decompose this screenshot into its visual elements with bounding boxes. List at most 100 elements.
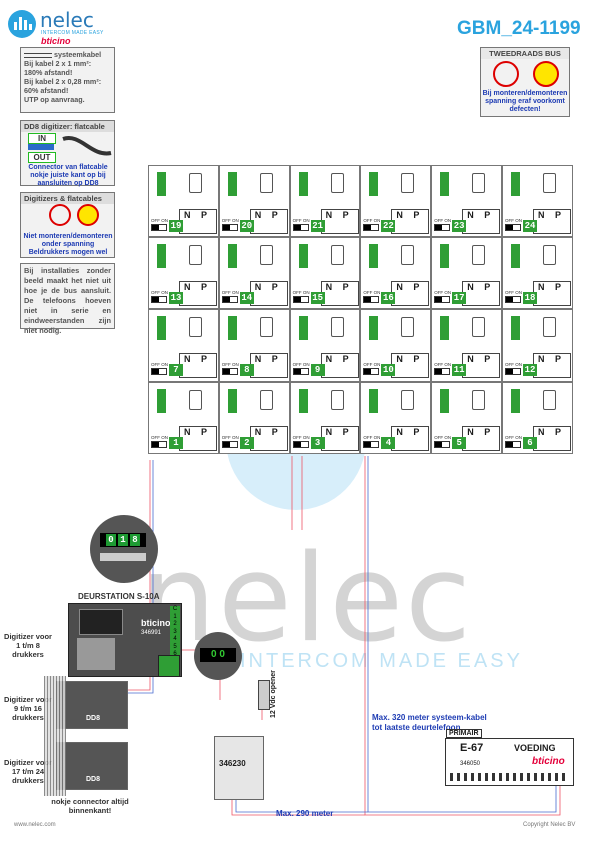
terminal: 1 [173, 613, 177, 620]
p-label: P [201, 426, 208, 437]
n-label: N [325, 426, 333, 437]
off-on-switch: OFF ON [505, 218, 522, 223]
off-on-toggle [434, 296, 451, 304]
handset-icon [330, 389, 344, 410]
logo-mark-icon [8, 10, 36, 38]
phone-terminal-block [369, 388, 379, 413]
handset-icon [189, 317, 202, 338]
phone-number: 21 [310, 220, 325, 232]
off-on-switch: OFF ON [292, 434, 310, 440]
handset-icon [259, 173, 273, 193]
digitizers-note-title: Digitizers & flatcables [21, 193, 114, 204]
off-on-switch: OFF ON [434, 218, 452, 223]
phone-number: 22 [381, 220, 396, 232]
p-label: P [484, 426, 491, 437]
phone-number: 23 [452, 220, 467, 232]
keypad [79, 609, 123, 635]
off-on-switch: OFF ON [434, 434, 452, 440]
nelec-logo: nelec INTERCOM MADE EASY bticino [8, 8, 128, 48]
power-title: VOEDING [514, 743, 556, 753]
n-label: N [254, 282, 262, 293]
terminal: C [172, 606, 178, 612]
no-voltage-icon [533, 61, 559, 87]
p-label: P [201, 210, 208, 220]
phone-terminal-block [298, 388, 308, 413]
door-station-title: DEURSTATION S-10A [78, 592, 160, 601]
p-label: P [342, 282, 349, 293]
p-label: P [271, 282, 278, 293]
p-label: P [413, 210, 420, 220]
handset-icon [259, 389, 273, 410]
n-label: N [467, 426, 474, 437]
footer-copyright: Copyright Nelec BV [523, 822, 576, 828]
off-on-toggle [221, 440, 238, 448]
phone-number: 24 [523, 220, 537, 232]
n-label: N [467, 210, 474, 220]
phone-terminal-block [157, 388, 166, 413]
off-on-switch: OFF ON [151, 362, 168, 368]
off-on-switch: OFF ON [221, 362, 239, 368]
handset-icon [472, 173, 486, 193]
handset-icon [330, 173, 344, 193]
off-on-toggle [292, 440, 309, 448]
in-label: IN [28, 133, 56, 144]
handset-icon [189, 389, 202, 410]
off-on-toggle [292, 224, 309, 231]
interface-module: 346230 [214, 736, 264, 800]
phone-terminal-block [227, 172, 237, 196]
opener-label: 12 Vdc opener [270, 670, 277, 718]
interface-model: 346230 [219, 759, 246, 768]
n-label: N [184, 282, 191, 293]
max-290-label: Max. 290 meter [276, 809, 334, 818]
phone-terminal-block [298, 172, 308, 196]
phone-number: 4 [381, 436, 396, 449]
flatcable [44, 676, 66, 796]
off-on-toggle [363, 296, 380, 304]
dd8-note-title: DD8 digitizer: flatcable [21, 121, 114, 132]
max-320-label: Max. 320 meter systeem-kabel tot laatste… [372, 713, 487, 732]
phone-number: 20 [239, 220, 254, 232]
digitizer-module [56, 681, 128, 729]
document-number: GBM_24-1199 [457, 18, 581, 39]
handset-icon [189, 173, 202, 193]
p-label: P [271, 354, 278, 365]
flatcable-icon [62, 136, 112, 156]
phone-terminal-block [369, 172, 379, 196]
off-on-switch: OFF ON [221, 434, 239, 440]
interface-zoom: 0 0 [194, 632, 242, 680]
handset-icon [259, 317, 273, 338]
handset-icon [472, 317, 486, 338]
p-label: P [484, 210, 491, 220]
off-on-toggle [221, 368, 238, 376]
door-station-connector [158, 655, 180, 677]
handset-icon [543, 317, 556, 338]
phone-number: 8 [239, 364, 254, 377]
handset-icon [401, 317, 415, 338]
info-note: Bij installaties zonder beeld maakt het … [20, 263, 115, 335]
cable-line: UTP op aanvraag. [24, 95, 85, 104]
power-model: E-67 [460, 742, 484, 754]
cable-line: 180% afstand! [24, 68, 73, 77]
n-label: N [184, 210, 191, 220]
phone-terminal-block [511, 172, 520, 196]
phone-terminal-block [511, 316, 520, 341]
power-terminals [450, 773, 568, 781]
digitizer-label: Digitizer voor 9 t/m 16 drukkers [4, 695, 52, 722]
connector-note: nokje connector altijd binnenkant! [51, 797, 129, 815]
p-label: P [201, 354, 208, 365]
digitizer-module [56, 742, 128, 790]
n-label: N [538, 210, 545, 220]
handset-icon [472, 389, 486, 410]
digitizer-tag: DD8 [86, 776, 101, 783]
p-label: P [484, 354, 491, 365]
